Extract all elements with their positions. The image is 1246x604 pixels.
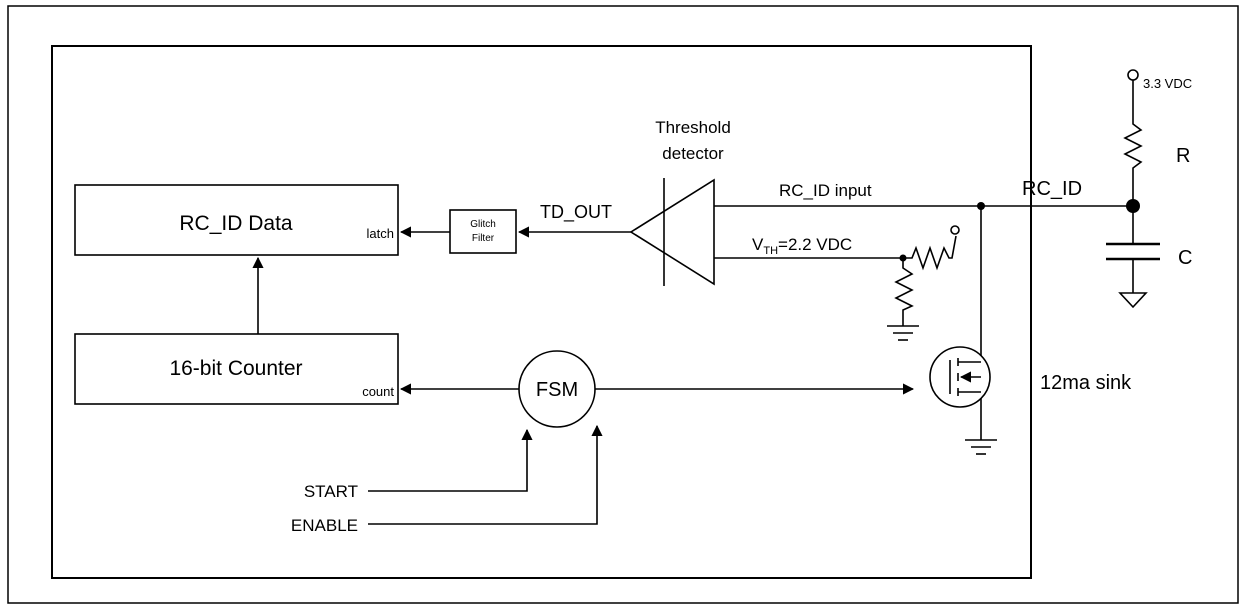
td-out-label: TD_OUT <box>540 202 612 223</box>
chip-boundary <box>51 45 1032 579</box>
counter-block: 16-bit Counter count <box>74 333 399 405</box>
start-wire <box>368 428 533 492</box>
capacitor-label: C <box>1178 247 1192 269</box>
counter-label: 16-bit Counter <box>169 357 302 380</box>
vth-pullup-terminal <box>950 225 960 235</box>
count-port-label: count <box>362 384 394 399</box>
vth-pulldown-resistor <box>894 258 914 322</box>
external-resistor <box>1123 80 1143 206</box>
latch-port-label: latch <box>367 226 394 241</box>
supply-terminal: 3.3 VDC <box>1127 69 1192 91</box>
rc-id-data-block: RC_ID Data latch <box>74 184 399 256</box>
nmos-sink-transistor <box>929 206 991 440</box>
rc-id-data-label: RC_ID Data <box>179 212 293 235</box>
resistor-label: R <box>1176 145 1190 167</box>
fsm-label: FSM <box>536 379 578 401</box>
threshold-label-line2: detector <box>662 144 724 163</box>
vth-pullup-resistor <box>903 235 957 271</box>
enable-wire <box>368 424 603 525</box>
sink-label: 12ma sink <box>1040 372 1132 394</box>
fsm-block: FSM <box>518 350 596 428</box>
threshold-label-line1: Threshold <box>655 118 731 137</box>
supply-label: 3.3 VDC <box>1143 76 1192 91</box>
rc-id-input-label: RC_ID input <box>779 181 872 200</box>
start-label: START <box>304 482 358 501</box>
enable-label: ENABLE <box>291 516 358 535</box>
vth-subscript: TH <box>763 245 778 257</box>
vth-ground-symbol <box>887 322 919 341</box>
transistor-ground-symbol <box>965 439 997 455</box>
external-capacitor <box>1106 206 1160 293</box>
glitch-filter-block: Glitch Filter <box>449 209 517 254</box>
rc-id-pin-label: RC_ID <box>1022 178 1082 200</box>
threshold-detector: Threshold detector <box>629 118 731 286</box>
glitch-filter-line2: Filter <box>472 233 495 244</box>
external-ground-symbol <box>1118 292 1148 309</box>
vth-label: VTH=2.2 VDC <box>752 235 852 257</box>
outer-frame <box>7 5 1239 604</box>
glitch-filter-line1: Glitch <box>470 219 496 230</box>
